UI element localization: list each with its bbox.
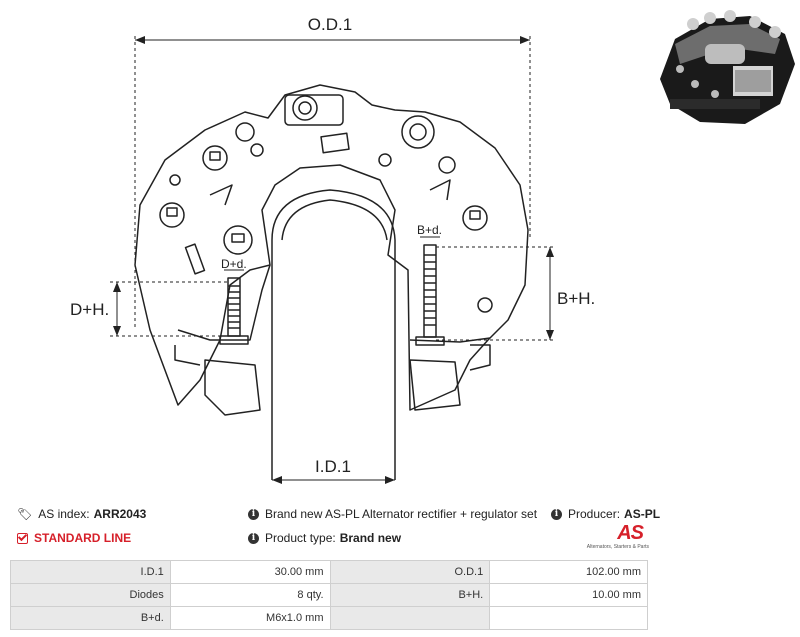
product-type-value: Brand new — [339, 531, 402, 545]
standard-line: STANDARD LINE — [17, 531, 131, 545]
info-icon: i — [248, 532, 259, 544]
spec-label: O.D.1 — [329, 560, 491, 584]
spec-label: B+d. — [10, 606, 171, 630]
od-label: O.D.1 — [308, 15, 352, 34]
spec-label — [329, 606, 491, 630]
logo-brand: AS — [617, 522, 644, 544]
dh-label: D+H. — [70, 300, 109, 319]
dd-label: D+d. — [221, 257, 247, 271]
producer: i Producer: AS-PL — [551, 507, 660, 521]
info-icon: i — [551, 508, 562, 520]
bh-label: B+H. — [557, 289, 595, 308]
product-photo — [660, 10, 795, 124]
spec-value: 102.00 mm — [489, 560, 648, 584]
spec-value: 10.00 mm — [489, 583, 648, 607]
as-index: 🏷︎ AS index: ARR2043 — [17, 507, 146, 521]
logo-slogan: Alternators, Starters & Parts — [586, 544, 649, 550]
id-label: I.D.1 — [315, 457, 351, 476]
spec-label: Diodes — [10, 583, 171, 607]
as-pl-logo: AS Alternators, Starters & Parts — [585, 522, 649, 552]
spec-label: I.D.1 — [10, 560, 171, 584]
as-index-label: AS index: — [38, 507, 90, 521]
checkbox-icon — [17, 532, 28, 544]
specs-table: I.D.1 30.00 mm O.D.1 102.00 mm Diodes 8 … — [10, 560, 648, 630]
bd-label: B+d. — [417, 223, 442, 237]
table-row: B+d. M6x1.0 mm — [10, 606, 648, 630]
tag-icon: 🏷︎ — [17, 507, 33, 521]
description-text: Brand new AS-PL Alternator rectifier + r… — [265, 507, 538, 521]
producer-value: AS-PL — [624, 507, 661, 521]
table-row: I.D.1 30.00 mm O.D.1 102.00 mm — [10, 560, 648, 584]
spec-value: M6x1.0 mm — [169, 606, 331, 630]
info-icon: i — [248, 508, 259, 520]
producer-label: Producer: — [568, 507, 621, 521]
product-type-label: Product type: — [265, 531, 336, 545]
spec-value — [489, 606, 648, 630]
spec-value: 30.00 mm — [169, 560, 331, 584]
table-row: Diodes 8 qty. B+H. 10.00 mm — [10, 583, 648, 607]
description: i Brand new AS-PL Alternator rectifier +… — [248, 507, 537, 521]
as-index-value: ARR2043 — [93, 507, 147, 521]
standard-line-text: STANDARD LINE — [34, 531, 132, 545]
spec-label: B+H. — [329, 583, 491, 607]
technical-drawing: O.D.1 I.D.1 D+H. B+H. D+d. B+d. — [70, 15, 595, 484]
spec-value: 8 qty. — [169, 583, 331, 607]
product-type: i Product type: Brand new — [248, 531, 401, 545]
